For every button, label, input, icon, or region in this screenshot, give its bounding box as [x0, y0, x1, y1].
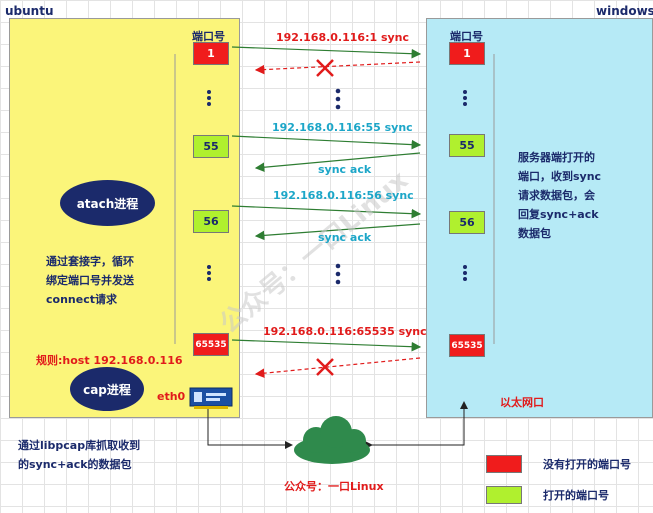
windows-port-56: 56 — [449, 211, 485, 234]
ubuntu-description: 通过套接字，循环 绑定端口号并发送 connect请求 — [46, 255, 134, 306]
ubuntu-title: ubuntu — [5, 4, 54, 18]
eth0-label: eth0 — [157, 390, 186, 403]
windows-description: 服务器端打开的 端口，收到sync 请求数据包，会 回复sync+ack 数据包 — [518, 151, 602, 240]
label-ack-56: sync ack — [318, 231, 372, 244]
capture-rule: 规则:host 192.168.0.116 — [36, 354, 183, 367]
link-cloud-windows — [365, 401, 468, 449]
blocked-x-icon-1 — [316, 59, 334, 77]
cloud-label: 公众号：一口Linux — [284, 480, 384, 493]
cap-process-oval: cap进程 — [70, 367, 144, 411]
ubuntu-port-55: 55 — [193, 135, 229, 158]
arrow-sync-56 — [231, 205, 422, 219]
windows-port-55: 55 — [449, 134, 485, 157]
arrow-sync-1 — [231, 46, 422, 59]
label-sync-1: 192.168.0.116:1 sync — [276, 31, 410, 44]
cloud-icon — [294, 416, 370, 464]
ubuntu-port-1: 1 — [193, 42, 229, 65]
windows-port-1: 1 — [449, 42, 485, 65]
legend-open-label: 打开的端口号 — [543, 489, 609, 502]
nic-label: 以太网口 — [500, 396, 544, 409]
windows-title: windows — [596, 4, 653, 18]
legend-open-swatch — [486, 486, 522, 504]
arrow-reply-65535 — [254, 357, 421, 378]
windows-port-65535: 65535 — [449, 334, 485, 357]
atach-process-oval: atach进程 — [60, 180, 155, 226]
legend-closed-label: 没有打开的端口号 — [543, 458, 631, 471]
legend-closed-swatch — [486, 455, 522, 473]
ubuntu-port-56: 56 — [193, 210, 229, 233]
ubuntu-port-header: 端口号 — [192, 30, 225, 43]
windows-port-ellipsis-2 — [463, 263, 467, 283]
arrow-ack-56 — [254, 223, 421, 241]
link-ubuntu-cloud — [204, 401, 293, 449]
ubuntu-port-ellipsis-1 — [207, 88, 211, 108]
blocked-x-icon-65535 — [316, 358, 334, 376]
network-card-icon — [189, 387, 233, 409]
ubuntu-port-ellipsis-2 — [207, 263, 211, 283]
label-sync-56: 192.168.0.116:56 sync — [273, 189, 414, 202]
arrow-ack-55 — [254, 152, 421, 173]
ubuntu-port-65535: 65535 — [193, 333, 229, 356]
ellipsis-arrows-top — [335, 88, 341, 110]
windows-port-ellipsis-1 — [463, 88, 467, 108]
arrow-sync-65535 — [231, 339, 422, 352]
arrow-sync-55 — [231, 135, 422, 150]
label-sync-65535: 192.168.0.116:65535 sync — [263, 325, 427, 338]
capture-note: 通过libpcap库抓取收到 的sync+ack的数据包 — [18, 439, 141, 471]
label-ack-55: sync ack — [318, 163, 372, 176]
ellipsis-arrows-bottom — [335, 263, 341, 285]
windows-port-header: 端口号 — [450, 30, 483, 43]
label-sync-55: 192.168.0.116:55 sync — [272, 121, 413, 134]
arrow-reply-1 — [254, 61, 421, 75]
